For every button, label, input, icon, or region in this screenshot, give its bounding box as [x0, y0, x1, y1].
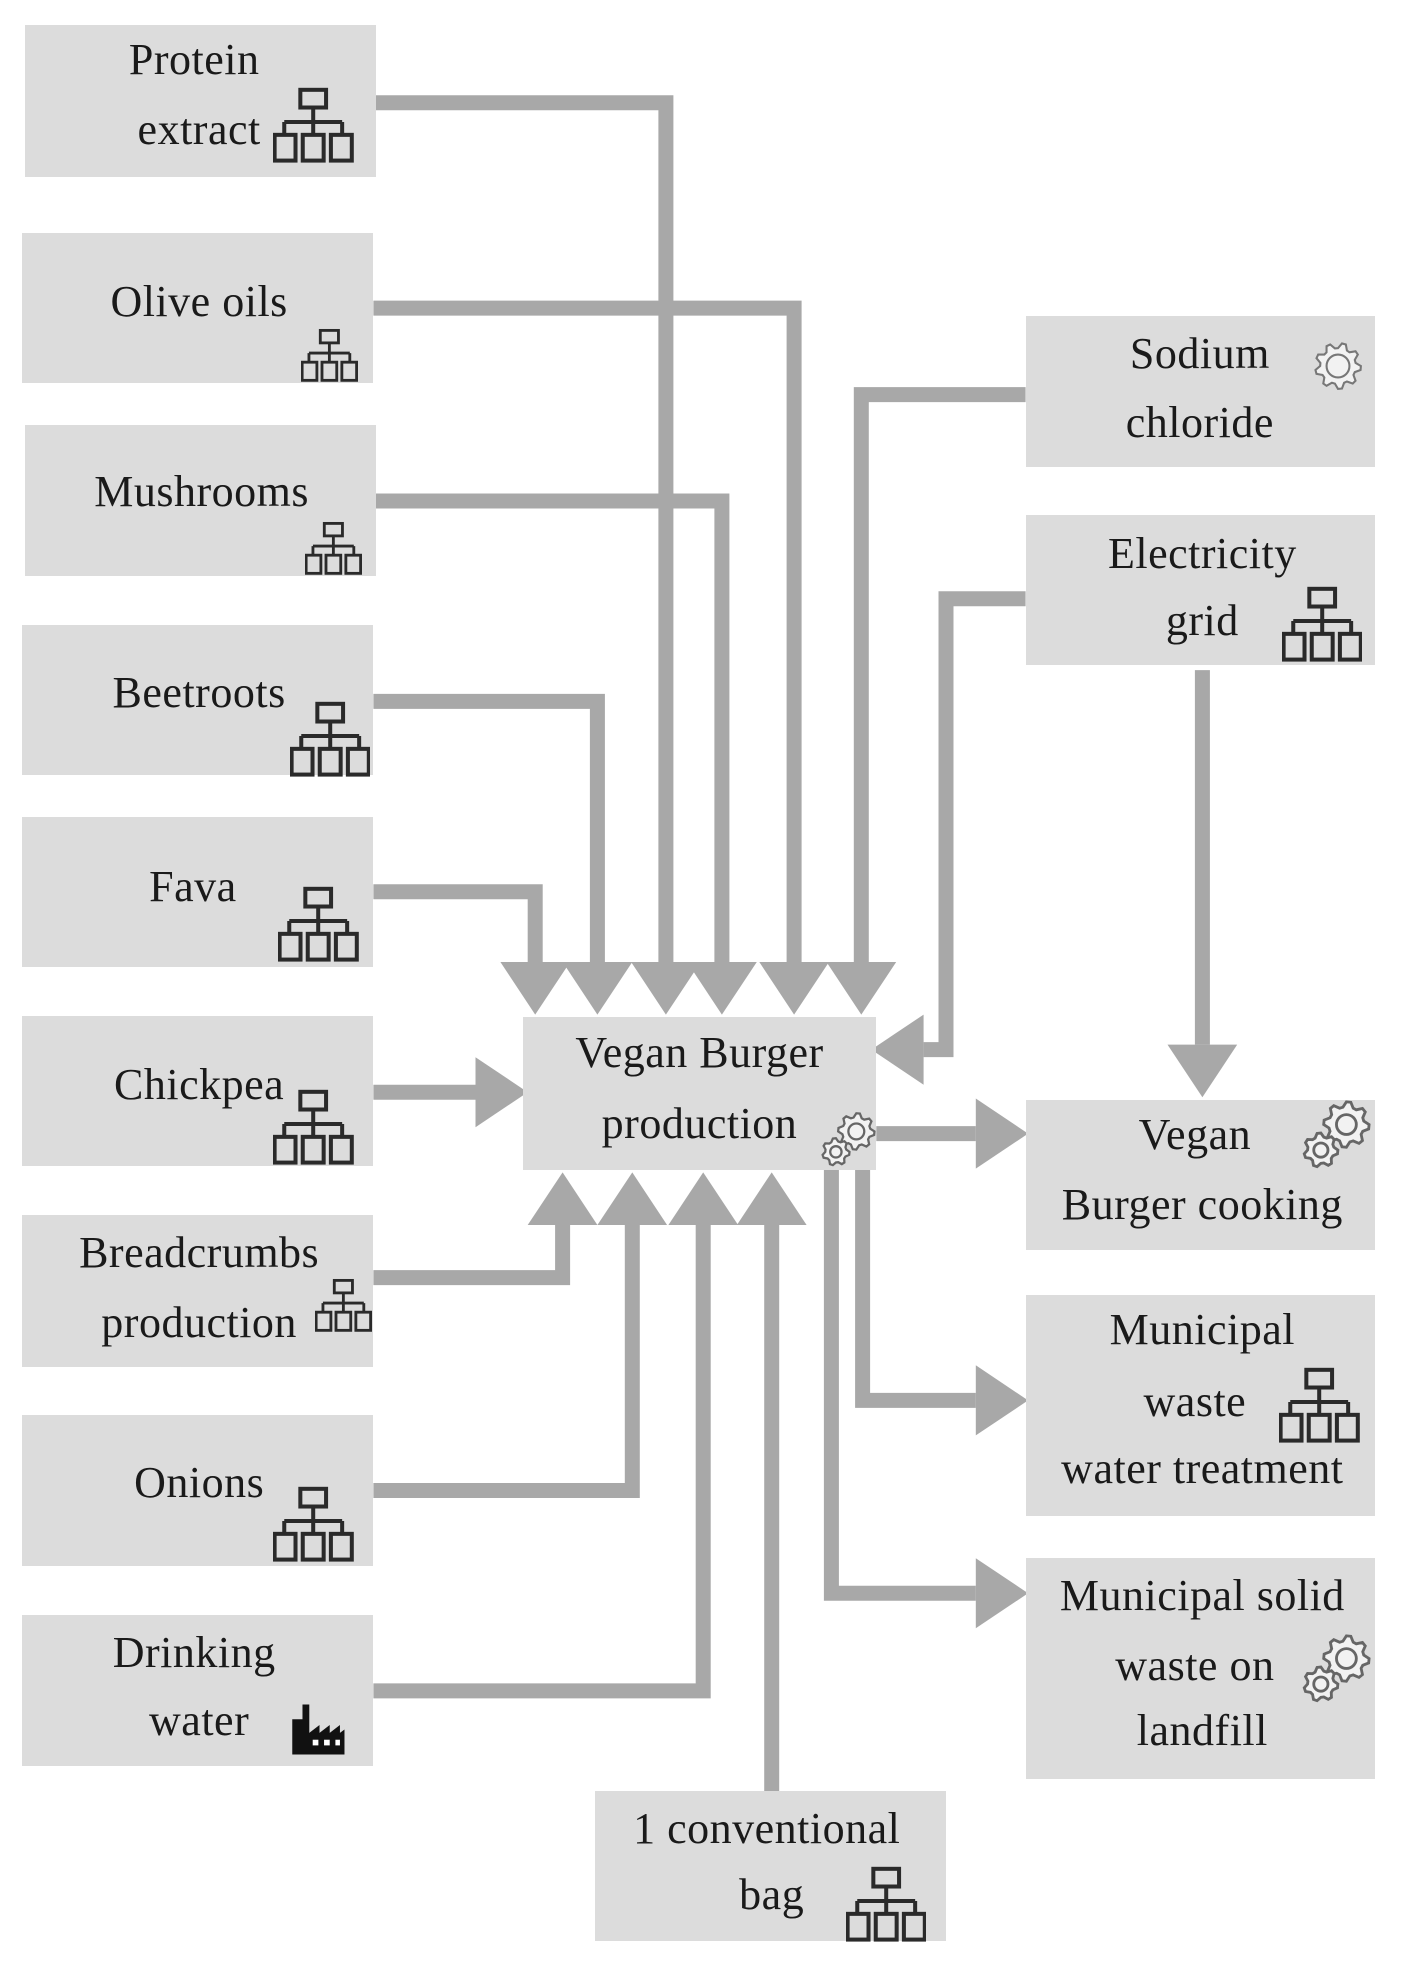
fava-box: Fava [22, 816, 374, 969]
arrow-to-landfill [823, 1169, 1029, 1629]
box-label-line: Drinking [112, 1628, 276, 1678]
box-label-line: Fava [149, 861, 237, 911]
arrow-electricity-grid [871, 591, 1026, 1085]
vegan-burger-production-box: Vegan Burger production [522, 1017, 877, 1173]
hierarchy-icon [278, 884, 360, 969]
electricity-grid-box: Electricity grid [1025, 514, 1376, 666]
box-label-line: Protein [128, 35, 260, 85]
gears-icon [820, 1111, 877, 1173]
box-label-line: waste [1143, 1376, 1247, 1426]
arrow-conventional-bag [736, 1172, 807, 1792]
box-label-line: Municipal [1109, 1305, 1296, 1355]
arrow-olive-oils [373, 300, 829, 1015]
arrow-beetroots [373, 693, 633, 1015]
box-label-line: Municipal solid [1059, 1570, 1345, 1620]
arrow-drinking-water [373, 1172, 739, 1699]
chickpea-box: Chickpea [22, 1015, 374, 1167]
box-label-line: production [601, 1098, 798, 1148]
municipal-waste-water-treatment-box: Municipal waste water treatment [1025, 1295, 1376, 1516]
box-label-line: Chickpea [114, 1059, 285, 1109]
box-label-line: water [149, 1695, 250, 1745]
arrow-mushrooms [375, 493, 757, 1015]
hierarchy-icon [314, 1277, 373, 1339]
gear-icon [1312, 340, 1364, 397]
box-label-line: Olive oils [110, 276, 288, 326]
box-label-line: bag [739, 1870, 805, 1920]
box-label-line: Mushrooms [94, 467, 309, 517]
box-label-line: grid [1165, 596, 1239, 646]
gears-icon [1301, 1099, 1372, 1175]
hierarchy-icon [273, 85, 355, 170]
box-label-line: waste on [1115, 1640, 1275, 1690]
hierarchy-icon [301, 327, 359, 389]
box-label-line: landfill [1136, 1706, 1268, 1756]
box-label-line: Burger cooking [1061, 1179, 1343, 1229]
box-label-line: Onions [134, 1458, 265, 1507]
beetroots-box: Beetroots [22, 625, 374, 777]
box-label-line: Beetroots [112, 667, 286, 717]
arrow-to-waste-water [855, 1169, 1029, 1436]
arrow-to-cooking [876, 1098, 1029, 1169]
factory-icon [290, 1700, 347, 1762]
hierarchy-icon [1281, 584, 1363, 669]
olive-oils-box: Olive oils [22, 232, 374, 384]
arrow-sodium-chloride [826, 387, 1026, 1015]
box-label-line: Vegan Burger [575, 1028, 824, 1078]
arrow-breadcrumbs [373, 1172, 598, 1286]
breadcrumbs-production-box: Breadcrumbs production [22, 1214, 374, 1367]
box-label-line: extract [137, 105, 261, 155]
box-label-line: 1 conventional [633, 1803, 901, 1853]
municipal-solid-waste-on-landfill-box: Municipal solid waste on landfill [1025, 1558, 1376, 1779]
drinking-water-box: Drinking water [22, 1614, 374, 1767]
box-label-line: Breadcrumbs [79, 1227, 320, 1277]
box-label-line: water treatment [1061, 1444, 1344, 1494]
conventional-bag-box: 1 conventional bag [594, 1791, 946, 1942]
mushrooms-box: Mushrooms [24, 424, 376, 577]
flow-arrows [373, 95, 1238, 1792]
arrow-protein-extract [375, 95, 701, 1015]
arrow-chickpea [373, 1057, 528, 1128]
box-label-line: Sodium [1129, 329, 1270, 379]
arrow-electricity-cooking [1167, 670, 1238, 1098]
box-label-line: production [101, 1297, 297, 1347]
hierarchy-icon [289, 699, 371, 784]
hierarchy-icon [273, 1087, 355, 1172]
gears-icon [1301, 1633, 1372, 1709]
box-label-line: Vegan [1138, 1109, 1252, 1159]
hierarchy-icon [1278, 1365, 1360, 1450]
sodium-chloride-box: Sodium chloride [1025, 315, 1376, 468]
hierarchy-icon [845, 1864, 927, 1949]
arrow-onions [373, 1172, 668, 1498]
onions-box: Onions [22, 1415, 374, 1566]
box-label-line: chloride [1125, 398, 1274, 448]
protein-extract-box: Protein extract [24, 25, 376, 177]
box-label-line: Electricity [1107, 528, 1297, 578]
arrow-fava [373, 884, 571, 1015]
hierarchy-icon [273, 1484, 355, 1569]
hierarchy-icon [304, 520, 363, 582]
